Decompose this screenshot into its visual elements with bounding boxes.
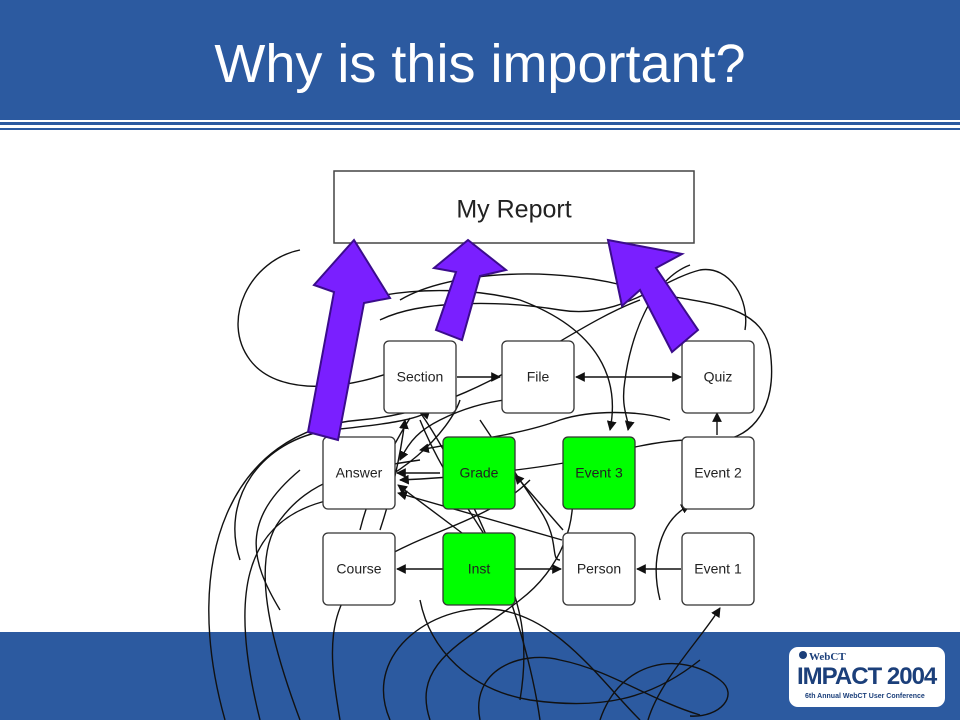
node-event1: Event 1 <box>681 532 755 606</box>
svg-text:Person: Person <box>577 561 621 577</box>
node-event3: Event 3 <box>562 436 636 510</box>
logo-brand: WebCT <box>809 651 846 663</box>
slide-title: Why is this important? <box>214 34 746 94</box>
direct-edges <box>396 372 722 574</box>
node-answer: Answer <box>322 436 396 510</box>
globe-icon <box>799 651 807 659</box>
my-report-label: My Report <box>456 196 571 224</box>
svg-text:Event 3: Event 3 <box>575 465 623 481</box>
header-rule <box>0 122 960 125</box>
node-grade: Grade <box>442 436 516 510</box>
svg-text:File: File <box>527 369 550 385</box>
impact-2004-logo: WebCT IMPACT 2004 6th Annual WebCT User … <box>786 644 948 710</box>
svg-text:Section: Section <box>397 369 444 385</box>
slide-header <box>0 0 960 120</box>
svg-text:Event 2: Event 2 <box>694 465 742 481</box>
node-file: File <box>501 340 575 414</box>
node-section: Section <box>383 340 457 414</box>
header-rule-thin <box>0 128 960 130</box>
svg-text:Course: Course <box>336 561 381 577</box>
logo-subtitle: 6th Annual WebCT User Conference <box>805 693 925 700</box>
svg-text:Quiz: Quiz <box>704 369 733 385</box>
report-arrow-left <box>306 238 392 442</box>
node-person: Person <box>562 532 636 606</box>
svg-text:Answer: Answer <box>336 465 383 481</box>
node-inst: Inst <box>442 532 516 606</box>
node-event2: Event 2 <box>681 436 755 510</box>
report-arrow-right <box>606 238 700 354</box>
node-course: Course <box>322 532 396 606</box>
logo-title: IMPACT 2004 <box>797 663 937 690</box>
node-quiz: Quiz <box>681 340 755 414</box>
my-report-node: My Report <box>333 170 695 244</box>
svg-text:Inst: Inst <box>468 561 491 577</box>
svg-text:Grade: Grade <box>460 465 499 481</box>
svg-text:Event 1: Event 1 <box>694 561 742 577</box>
report-arrow-middle <box>431 238 509 342</box>
